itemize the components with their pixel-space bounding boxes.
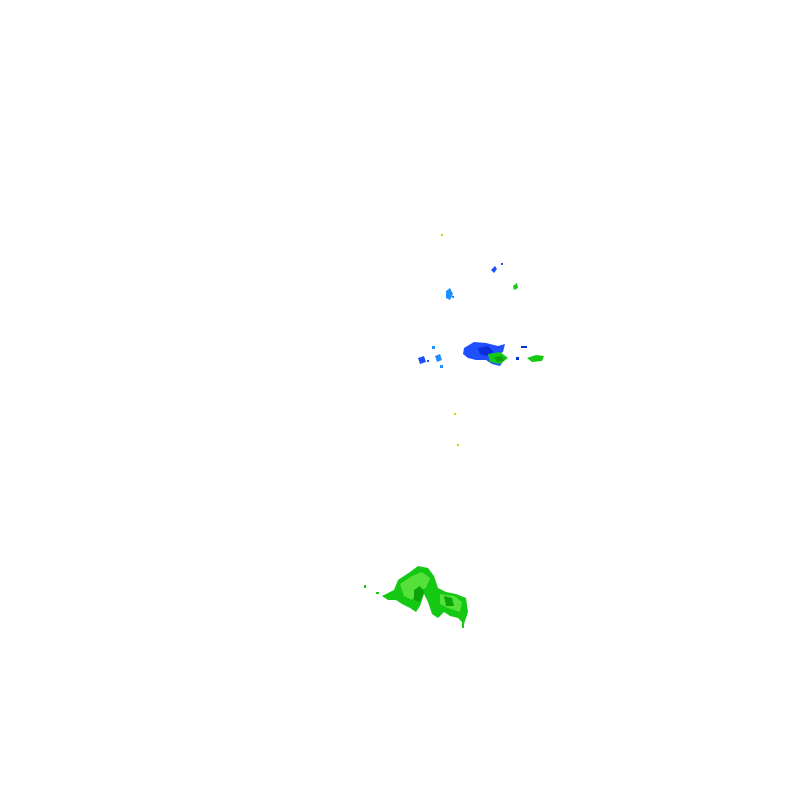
echo-speck [501,263,503,265]
echo-speck [454,413,456,415]
echo-speck [427,360,429,362]
echo-speck [516,357,519,360]
echo-cell-west-blue [418,356,426,364]
echo-speck [364,585,366,588]
echo-area-dark-green-core [444,596,454,606]
echo-area-light-green [400,572,430,600]
echo-cell-light-blue [446,288,453,300]
echo-speck [452,296,454,298]
echo-cell-green-core [488,352,508,364]
echo-speck [462,622,464,628]
echo-cell-inner-dark-blue [478,346,494,356]
echo-area-dark-green [414,586,424,602]
echo-specks-middle [454,413,459,446]
echo-cell-small-green [513,283,518,290]
echo-speck [432,346,435,349]
echo-speck [440,365,443,368]
echo-cluster-central [418,342,544,368]
echo-cell-main-blue [463,342,505,366]
echo-area-green-main [382,566,468,624]
echo-cell-west-light-blue [435,354,442,362]
echo-speck [457,444,459,446]
echo-cluster-south [364,566,468,628]
echo-speck [441,234,443,236]
echo-speck [521,346,527,348]
echo-cell-small-blue [491,266,497,273]
echo-area-light-green-east [440,594,462,612]
echo-speck [376,592,379,594]
echo-cell-dark-green [494,356,504,362]
echo-cell-east-green [527,355,544,362]
echo-cluster-north [441,234,518,300]
